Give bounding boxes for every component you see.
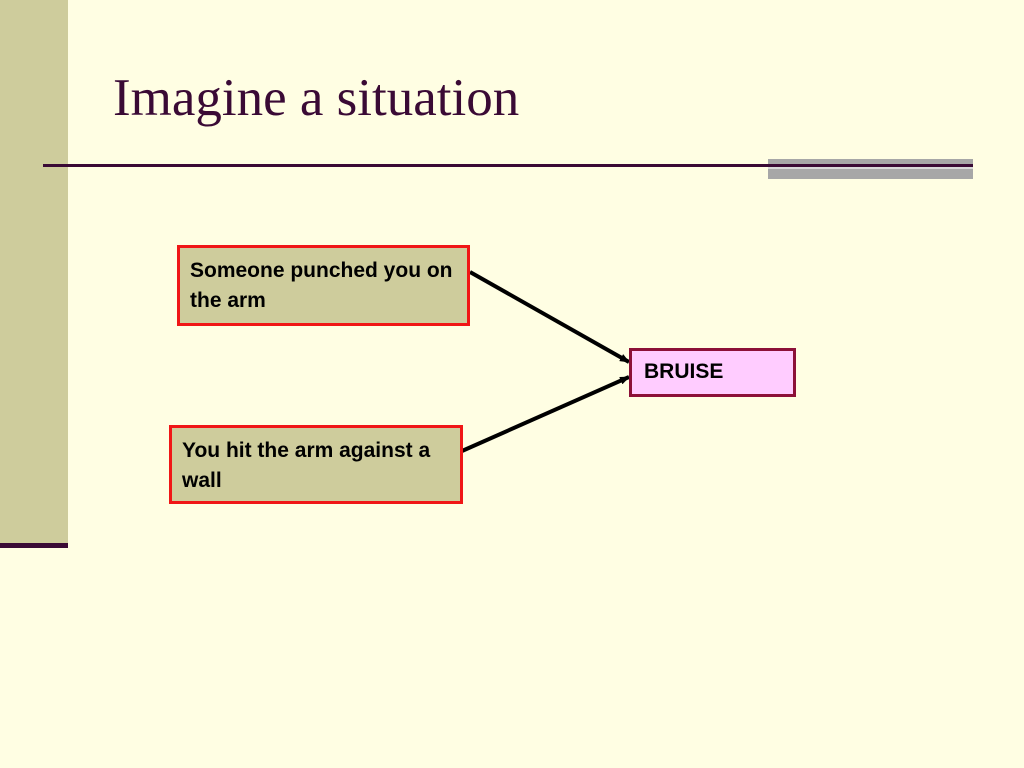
arrow-cause-1-to-effect — [469, 270, 630, 364]
cause-box-hit-wall-label: You hit the arm against a wall — [182, 439, 431, 492]
cause-box-punched-label: Someone punched you on the arm — [190, 259, 453, 312]
arrow-cause-2-to-effect — [461, 375, 630, 453]
cause-box-punched: Someone punched you on the arm — [177, 245, 470, 326]
left-sidebar-accent — [0, 543, 68, 548]
cause-box-hit-wall: You hit the arm against a wall — [169, 425, 463, 504]
effect-box-bruise: BRUISE — [629, 348, 796, 397]
slide-title: Imagine a situation — [113, 69, 520, 127]
left-sidebar-bar — [0, 0, 68, 543]
effect-box-bruise-label: BRUISE — [644, 360, 724, 383]
title-rule — [43, 164, 973, 167]
